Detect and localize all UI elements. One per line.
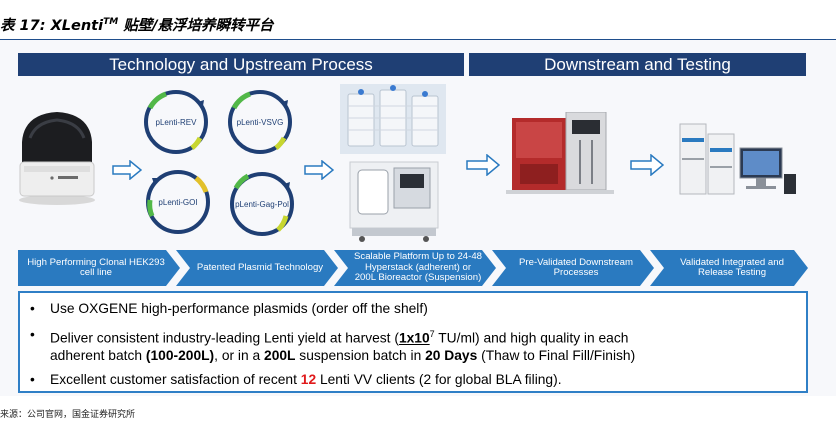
plasmid-icon (228, 90, 292, 154)
step-5-label: Validated Integrated and Release Testing (680, 256, 784, 278)
bullet-text: Use OXGENE high-performance plasmids (or… (50, 301, 428, 316)
process-steps: High Performing Clonal HEK293 cell line … (18, 250, 808, 286)
chevron-step-4 (492, 250, 654, 286)
caption-suffix: 贴壁/悬浮培养瞬转平台 (118, 18, 274, 34)
chevron-step-1 (18, 250, 180, 286)
plasmid-gagpol-label: pLenti-Gag-Pol (235, 200, 289, 209)
step-4-label: Pre-Validated Downstream Processes (519, 256, 633, 278)
plasmid-set: pLenti-REV pLenti-VSVG pLenti-GOI pLenti… (144, 90, 294, 236)
bullet-marker: • (30, 327, 35, 342)
process-arrow-icon (630, 154, 664, 176)
caption-rule (0, 39, 836, 40)
plasmid-icon (144, 90, 208, 154)
bullet-text: Deliver consistent industry-leading Lent… (50, 329, 636, 363)
header-upstream: Technology and Upstream Process (18, 53, 464, 76)
chevron-step-2 (176, 250, 338, 286)
batch-duration: 20 Days (425, 347, 478, 363)
bullet-marker: • (30, 301, 35, 316)
client-count: 12 (300, 372, 317, 387)
step-3-label: Scalable Platform Up to 24-48 Hyperstack… (354, 251, 482, 284)
yield-exponent: 7 (429, 329, 435, 339)
plasmid-rev-label: pLenti-REV (156, 118, 198, 127)
bullet-yield: • Deliver consistent industry-leading Le… (30, 326, 800, 363)
caption-tm: TM (103, 17, 119, 28)
source-note: 来源：公司官网，国金证券研究所 (0, 410, 136, 420)
process-chevrons (18, 250, 808, 286)
bullet-marker: • (30, 372, 35, 387)
bullet-text: Excellent customer satisfaction of recen… (50, 372, 562, 387)
chevron-step-5 (650, 250, 808, 286)
highlights-box: • Use OXGENE high-performance plasmids (… (18, 291, 808, 393)
process-arrow-icon (466, 154, 500, 176)
plasmid-vsvg-label: pLenti-VSVG (237, 118, 284, 127)
yield-value: 1x10 (398, 330, 430, 346)
hyperstack-icon (340, 84, 446, 154)
batch-size: (100-200L) (145, 347, 215, 363)
bioreactor-icon (349, 161, 439, 242)
suspension-size: 200L (264, 347, 296, 363)
plasmid-icon (230, 172, 294, 236)
process-arrow-icon (304, 160, 334, 180)
chevron-step-3 (334, 250, 496, 286)
caption-prefix: 表 17: XLenti (0, 18, 104, 34)
process-arrow-icon (112, 160, 142, 180)
hplc-testing-system-icon (679, 123, 796, 195)
plasmid-goi-label: pLenti-GOI (158, 198, 197, 207)
cell-culture-instrument-icon (19, 112, 95, 205)
step-1-label: High Performing Clonal HEK293 cell line (27, 256, 165, 278)
step-2-label: Patented Plasmid Technology (196, 261, 324, 273)
figure-caption: 表 17: XLentiTM 贴壁/悬浮培养瞬转平台 (0, 14, 274, 35)
header-downstream: Downstream and Testing (469, 53, 806, 76)
plasmid-icon (146, 170, 210, 234)
chromatography-system-icon (506, 112, 614, 194)
